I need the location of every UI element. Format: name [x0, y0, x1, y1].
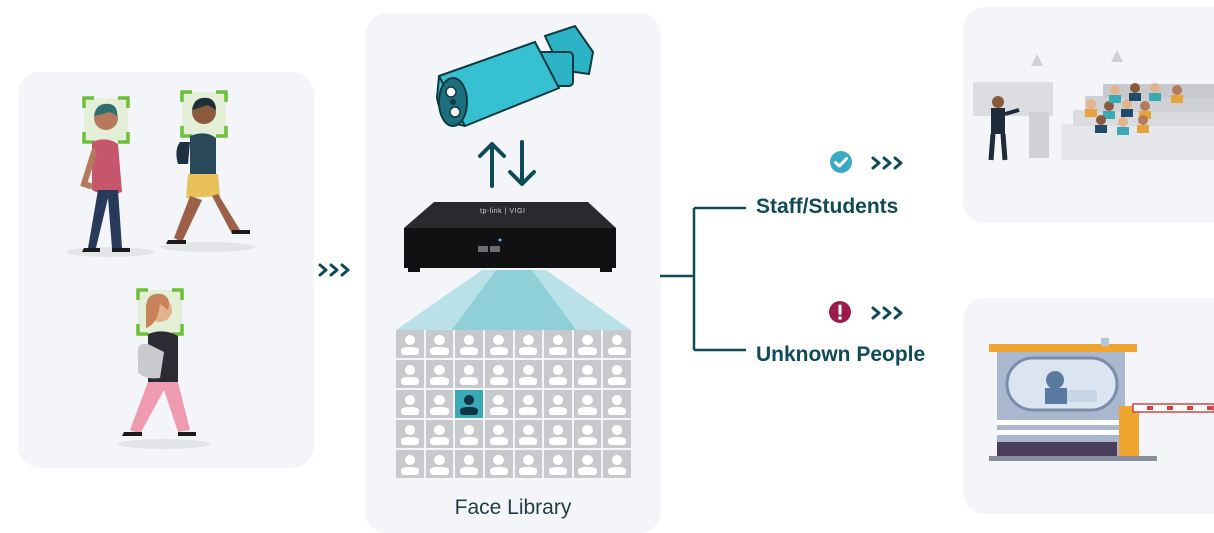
face-tile: [573, 360, 602, 388]
branch-connector: [660, 206, 746, 352]
person-yellow-shorts: [166, 90, 250, 244]
face-tile: [484, 390, 513, 418]
face-tile: [544, 360, 572, 388]
face-tile: [603, 360, 631, 388]
face-tile: [514, 450, 543, 478]
nvr-recorder-illustration: [404, 202, 616, 272]
chevron-triple-right-icon: [871, 156, 903, 170]
face-tile: [425, 420, 454, 448]
check-circle-icon: [830, 151, 852, 173]
bullet-camera-illustration: [435, 24, 595, 128]
face-tile: [603, 390, 631, 418]
face-tile: [573, 390, 602, 418]
up-down-arrows-icon: [478, 140, 536, 188]
face-library-grid: [396, 330, 631, 478]
face-tile: [455, 330, 483, 358]
face-tile: [396, 390, 424, 418]
face-tile: [544, 450, 572, 478]
face-library-label: Face Library: [454, 496, 572, 519]
face-tile: [484, 450, 513, 478]
face-tile: [544, 330, 572, 358]
face-tile: [425, 330, 454, 358]
face-tile: [425, 360, 454, 388]
security-gate-illustration: [989, 338, 1214, 461]
face-tile: [514, 330, 543, 358]
face-tile: [484, 360, 513, 388]
face-tile: [425, 450, 454, 478]
face-tile: [544, 420, 572, 448]
face-tile: [396, 450, 424, 478]
face-tile: [396, 330, 424, 358]
people-panel: [18, 72, 314, 468]
walking-people-illustration: [66, 90, 256, 449]
face-tile: [544, 390, 572, 418]
face-tile: [603, 330, 631, 358]
face-tile: [484, 330, 513, 358]
face-tile: [514, 360, 543, 388]
exclamation-circle-icon: [829, 301, 851, 323]
unknown-people-label: Unknown People: [756, 343, 926, 366]
face-tile: [455, 420, 483, 448]
face-tile: [514, 390, 543, 418]
face-tile: [396, 360, 424, 388]
face-tile: [603, 450, 631, 478]
lecture-hall-illustration: [973, 50, 1214, 161]
face-tile: [396, 420, 424, 448]
face-tile-matched: [455, 390, 483, 418]
face-tile: [425, 390, 454, 418]
face-tile: [514, 420, 543, 448]
face-tile: [455, 450, 483, 478]
nvr-brand-text: tp-link | VIGI: [480, 208, 526, 215]
chevron-triple-right-icon: [871, 306, 903, 320]
projection-cone: [396, 270, 631, 330]
face-tile: [603, 420, 631, 448]
face-tile: [573, 330, 602, 358]
person-pink-pants: [122, 288, 196, 436]
face-tile: [484, 420, 513, 448]
chevron-triple-right-icon: [318, 263, 350, 277]
face-tile: [573, 450, 602, 478]
person-red-jacket: [80, 96, 130, 252]
face-tile: [573, 420, 602, 448]
staff-students-label: Staff/Students: [756, 195, 899, 218]
face-tile: [455, 360, 483, 388]
